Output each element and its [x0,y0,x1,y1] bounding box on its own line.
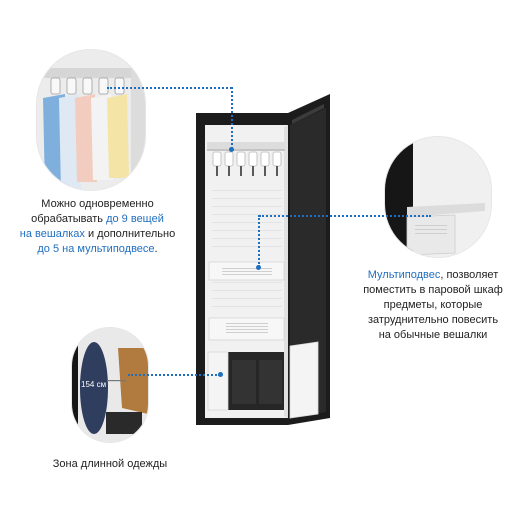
hangers-detail-image [37,50,145,190]
leader-dot-long [218,372,223,377]
long-clothes-caption: Зона длинной одежды [52,458,168,470]
leader-dot-hangers [229,147,234,152]
leader-line-hangers [107,87,232,89]
leader-line-multi [259,215,431,217]
leader-dot-multi [256,265,261,270]
multi-hanger-illustration [385,137,491,257]
shirts-illustration [37,50,145,190]
leader-line-long [128,374,220,376]
leader-line-multi-vertical [258,215,260,267]
long-clothes-detail-image: 154 см [72,328,148,442]
hangers-caption: Можно одновременно обрабатывать до 9 вещ… [19,198,176,255]
length-label: 154 см [80,380,108,389]
multi-hanger-caption: Мультиподвес, позволяет поместить в паро… [363,269,503,341]
leader-line-hangers-vertical [231,87,233,149]
multi-hanger-detail-image [385,137,491,257]
